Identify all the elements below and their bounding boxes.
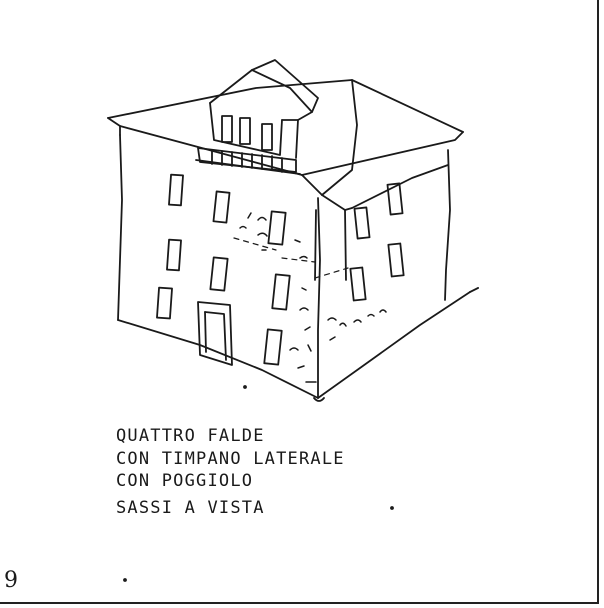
page-number: 9 — [4, 568, 18, 593]
stray-mark — [123, 578, 127, 582]
caption-line: CON TIMPANO LATERALE — [116, 448, 345, 469]
exposed-stones — [239, 212, 387, 383]
front-door — [197, 301, 233, 366]
stray-mark — [243, 385, 247, 389]
front-facade — [117, 134, 321, 399]
dormer — [209, 59, 319, 159]
balcony — [195, 147, 301, 175]
page-border-right — [597, 0, 599, 604]
roof — [107, 79, 464, 196]
caption-line: QUATTRO FALDE — [116, 426, 265, 446]
page-border-bottom — [0, 602, 599, 604]
side-facade — [317, 149, 479, 399]
edge-hatching — [233, 237, 349, 279]
caption-line: SASSI A VISTA — [116, 497, 265, 518]
ground — [313, 287, 479, 402]
side-windows — [349, 182, 405, 302]
caption: QUATTRO FALDE CON TIMPANO LATERALE CON P… — [116, 425, 516, 519]
front-windows — [156, 173, 291, 366]
caption-line: CON POGGIOLO — [116, 471, 254, 491]
stray-mark — [390, 506, 394, 510]
